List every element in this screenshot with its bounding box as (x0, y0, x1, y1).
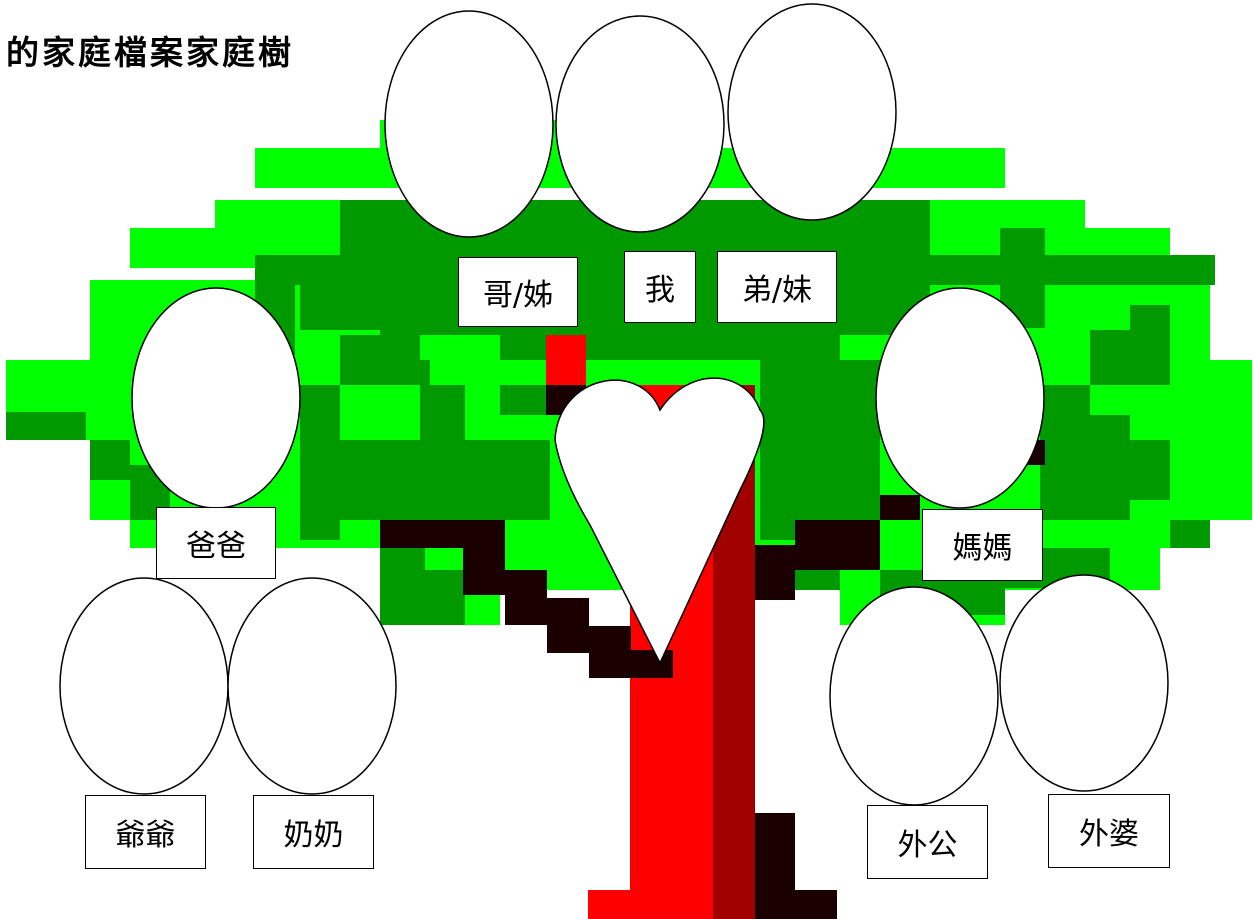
photo-frame-older-sibling[interactable] (384, 10, 554, 238)
photo-frame-paternal-grandfather[interactable] (59, 577, 229, 795)
label-paternal-grandmother: 奶奶 (253, 795, 374, 869)
label-father: 爸爸 (156, 507, 276, 579)
photo-frame-father[interactable] (131, 287, 301, 509)
label-paternal-grandfather: 爺爺 (85, 795, 206, 869)
photo-frame-maternal-grandmother[interactable] (999, 574, 1169, 792)
label-older-sibling: 哥/姊 (458, 257, 578, 327)
label-maternal-grandfather: 外公 (867, 805, 988, 879)
label-younger-sibling: 弟/妹 (717, 251, 837, 323)
photo-frame-maternal-grandfather[interactable] (829, 586, 999, 806)
label-me: 我 (624, 251, 696, 323)
label-maternal-grandmother: 外婆 (1048, 794, 1170, 868)
page-title: 的家庭檔案家庭樹 (6, 33, 294, 72)
photo-frame-mother[interactable] (875, 287, 1045, 509)
label-mother: 媽媽 (922, 509, 1043, 581)
photo-frame-me[interactable] (555, 15, 725, 233)
heart-photo-frame[interactable] (554, 377, 765, 665)
tree-branches (380, 440, 1045, 678)
photo-frame-paternal-grandmother[interactable] (227, 577, 397, 795)
photo-frame-younger-sibling[interactable] (727, 3, 897, 221)
